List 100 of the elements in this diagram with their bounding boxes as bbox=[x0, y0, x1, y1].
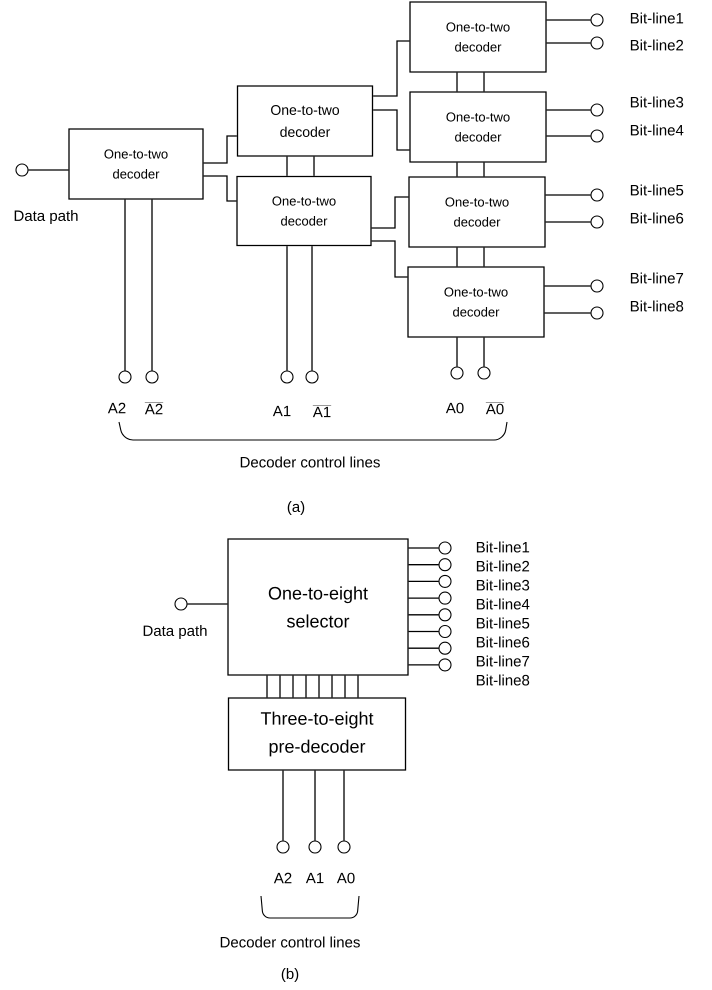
wire bbox=[286, 156, 288, 176]
wire bbox=[408, 580, 438, 582]
pin-label: $\overline{\mbox{A1}}$ bbox=[312, 405, 332, 418]
terminal-circle bbox=[15, 163, 29, 177]
terminal-circle bbox=[590, 13, 604, 27]
pin-label: Bit-line4 bbox=[630, 124, 684, 136]
decoder-box: One-to-two decoder bbox=[408, 176, 546, 248]
wire bbox=[279, 676, 281, 698]
wire bbox=[546, 194, 590, 196]
wire bbox=[408, 564, 438, 566]
terminal-circle bbox=[438, 624, 452, 638]
pin-label: Bit-line4 bbox=[476, 598, 530, 610]
wire bbox=[408, 648, 438, 649]
wire bbox=[408, 664, 438, 666]
pin-label: A0 bbox=[446, 402, 464, 414]
decoder-box: One-to-two decoder bbox=[409, 1, 547, 73]
wire bbox=[331, 676, 333, 698]
wire bbox=[544, 312, 590, 314]
wire bbox=[373, 109, 410, 151]
wire bbox=[282, 770, 284, 840]
terminal-circle bbox=[145, 370, 159, 384]
wire bbox=[546, 135, 590, 137]
terminal-circle bbox=[590, 306, 604, 320]
terminal-circle bbox=[308, 840, 322, 854]
wire bbox=[408, 597, 438, 599]
decoder-box: Three-to-eight pre-decoder bbox=[228, 697, 406, 771]
terminal-circle bbox=[438, 608, 452, 622]
pin-label: Bit-line8 bbox=[476, 674, 530, 686]
terminal-circle bbox=[305, 370, 319, 384]
wire bbox=[483, 248, 485, 266]
wire bbox=[313, 156, 315, 176]
wire bbox=[546, 221, 590, 223]
decoder-box: One-to-two decoder bbox=[68, 128, 204, 200]
pin-label: $\overline{\mbox{A0}}$ bbox=[486, 402, 504, 414]
terminal-circle bbox=[438, 541, 452, 555]
terminal-circle bbox=[438, 642, 452, 655]
wire bbox=[456, 338, 458, 366]
panel-label: (b) bbox=[282, 968, 298, 982]
terminal-circle bbox=[438, 658, 452, 672]
pin-label: A1 bbox=[272, 406, 290, 416]
pin-label: Bit-line7 bbox=[476, 656, 530, 666]
wire bbox=[344, 676, 346, 698]
decoder-box: One-to-two decoder bbox=[236, 176, 372, 246]
terminal-circle bbox=[118, 370, 132, 384]
pin-label: Bit-line2 bbox=[476, 560, 530, 572]
pin-label: Data path bbox=[14, 210, 78, 224]
pin-label: Bit-line3 bbox=[476, 580, 530, 590]
wire bbox=[204, 175, 236, 202]
wire bbox=[204, 135, 237, 164]
decoder-box: One-to-two decoder bbox=[407, 266, 545, 338]
wire bbox=[456, 72, 458, 92]
terminal-circle bbox=[450, 366, 464, 380]
caption-label: Decoder control lines bbox=[220, 936, 360, 948]
terminal-circle bbox=[590, 279, 604, 293]
pin-label: A0 bbox=[336, 872, 355, 884]
wire bbox=[28, 169, 68, 171]
wire bbox=[408, 630, 438, 632]
wire bbox=[357, 676, 359, 698]
wire bbox=[343, 770, 345, 840]
wire bbox=[151, 200, 153, 370]
pin-label: Bit-line5 bbox=[630, 184, 684, 196]
pin-label: $\overline{\mbox{A2}}$ bbox=[144, 402, 164, 414]
terminal-circle bbox=[590, 129, 604, 143]
pin-label: Bit-line7 bbox=[630, 272, 684, 284]
decoder-box: One-to-two decoder bbox=[409, 91, 547, 163]
wire bbox=[408, 547, 438, 549]
wire bbox=[456, 248, 458, 266]
wire bbox=[483, 162, 485, 176]
wire bbox=[305, 676, 307, 698]
wire bbox=[546, 109, 590, 111]
pin-label: A2 bbox=[274, 872, 292, 884]
wire bbox=[544, 285, 590, 287]
pin-label: Bit-line1 bbox=[630, 12, 684, 24]
terminal-circle bbox=[337, 840, 351, 854]
wire bbox=[124, 200, 126, 370]
wire bbox=[372, 196, 408, 229]
wire bbox=[266, 676, 268, 698]
decoder-box: One-to-two decoder bbox=[236, 85, 374, 157]
pin-label: A2 bbox=[108, 402, 126, 414]
pin-label: Bit-line6 bbox=[476, 636, 530, 648]
terminal-circle bbox=[438, 574, 452, 588]
wire bbox=[188, 603, 228, 605]
wire bbox=[456, 162, 458, 176]
wire bbox=[408, 614, 438, 616]
terminal-circle bbox=[280, 370, 294, 384]
wire bbox=[546, 42, 590, 44]
terminal-circle bbox=[438, 592, 452, 605]
terminal-circle bbox=[590, 215, 604, 229]
terminal-circle bbox=[174, 597, 188, 611]
wire bbox=[318, 676, 320, 698]
wire bbox=[286, 246, 288, 370]
terminal-circle bbox=[276, 840, 290, 854]
pin-label: Bit-line1 bbox=[476, 542, 530, 552]
wire bbox=[314, 770, 316, 840]
pin-label: A1 bbox=[306, 872, 324, 884]
panel-label: (a) bbox=[288, 501, 304, 515]
wire bbox=[311, 246, 313, 370]
decoder-box: One-to-eight selector bbox=[227, 538, 409, 676]
wire bbox=[483, 338, 485, 366]
terminal-circle bbox=[477, 366, 491, 380]
